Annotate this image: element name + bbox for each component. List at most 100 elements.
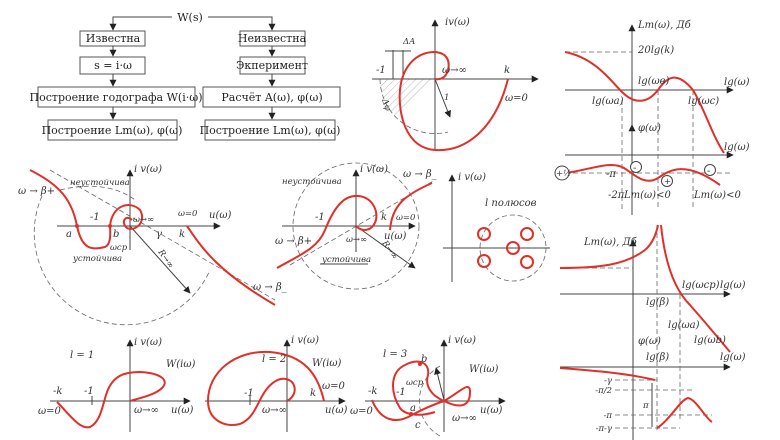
label-lg-wa: lg(ωа): [592, 96, 624, 107]
flow-box-bode-right: [204, 119, 336, 141]
label-minus-one: -1: [315, 212, 325, 223]
label-a: a: [66, 229, 72, 240]
label-k: k: [179, 229, 185, 240]
curve-label: W(iω): [166, 359, 196, 370]
flow-text: s = i·ω: [94, 59, 132, 72]
nyquist-curve: [276, 194, 378, 269]
phase-curve: [656, 396, 713, 429]
label-lg-beta: lg(β): [646, 297, 669, 308]
pole: [506, 241, 520, 255]
point-b: [418, 362, 422, 366]
y-axis-label: iv(ω): [445, 17, 470, 28]
y-axis-label: i v(ω): [134, 164, 162, 175]
label-lg-wb: lg(ωв): [638, 76, 669, 87]
label-minus-k: -k: [368, 386, 377, 397]
label-minus-one: -1: [376, 65, 386, 76]
flow-text: Известна: [86, 32, 141, 45]
label-w-inf: ω→∞: [133, 215, 154, 225]
y-axis-label: i v(ω): [458, 172, 486, 183]
nyquist-plot-b: i v(ω) u(ω) неустойчива устойчива ω → β+…: [275, 162, 437, 290]
negative-crossing-marker: [704, 164, 716, 176]
half-crossing-marker: [554, 165, 570, 181]
infinite-circle: [292, 162, 420, 290]
label-r-inf: R→∞: [155, 247, 176, 270]
negative-crossing-marker: [630, 161, 642, 173]
flow-arrow: [208, 16, 276, 31]
label-minus: -: [707, 166, 711, 177]
flow-box-bode-left: [47, 119, 178, 141]
label-minus-k: -k: [53, 386, 62, 397]
pole-region: [479, 214, 547, 282]
label-w-beta-plus: ω → β+: [18, 186, 55, 197]
phi-axis-label: φ(ω): [638, 336, 661, 347]
flow-text: Неизвестна: [238, 32, 307, 45]
label-lg-wc: lg(ωс): [688, 96, 719, 107]
label-minus-pi: -π: [606, 169, 616, 180]
arc: [59, 185, 136, 201]
label-plus: +: [664, 177, 671, 187]
asymptote: [49, 169, 276, 301]
label-w-zero: ω=0: [178, 209, 198, 219]
pole: [520, 227, 534, 241]
label-delta-a: ΔA: [402, 37, 415, 47]
nyquist-branch: [389, 182, 433, 231]
lm-curve: [660, 224, 731, 353]
hodograph-l1: l = 1 i v(ω) u(ω) W(iω) -k -1 ω=0 ω→∞: [38, 337, 196, 432]
label-w-inf: ω→∞: [262, 405, 287, 416]
hodograph-curve: [56, 370, 166, 429]
label-w-inf: ω→∞: [442, 65, 467, 76]
title: l = 3: [383, 349, 407, 360]
label-w-zero: ω=0: [396, 213, 416, 223]
label-lm-negative: Lm(ω)<0: [623, 190, 671, 201]
y-axis-label: i v(ω): [448, 335, 476, 346]
positive-crossing-marker: [661, 175, 673, 187]
bode-top-plot: +½ - + - Lm(ω), Дб 20lg(k) lg(ω) lg(ω) φ…: [554, 20, 750, 215]
label-minus-2pi: -2π: [608, 190, 625, 201]
flow-text: Построение Lm(ω), φ(ω): [200, 124, 341, 137]
y-axis-label: i v(ω): [360, 164, 388, 175]
label-b: b: [421, 354, 427, 365]
label-minus-pi-half: -π/2: [595, 386, 612, 396]
x-axis-label: u(ω): [171, 405, 193, 416]
label-k: k: [310, 388, 316, 399]
bode-bottom-plot: Lm(ω), Дб lg(ω) lg(ω) φ(ω) lg(β) lg(β) l…: [559, 224, 746, 440]
label-c: c: [415, 420, 421, 431]
label-w-beta-plus: ω → β+: [275, 236, 312, 247]
y-axis-label: i v(ω): [291, 335, 319, 346]
flowchart: W(s) Известна s = i·ω Построение годогра…: [30, 11, 341, 141]
phi-axis-label: φ(ω): [638, 123, 661, 134]
label-unstable: неустойчива: [282, 177, 342, 187]
label-minus-one: -1: [90, 212, 100, 223]
flow-text: Экперимент: [236, 59, 308, 72]
x-axis-label: lg(ω): [720, 352, 746, 363]
pole: [477, 254, 491, 268]
pole: [477, 227, 491, 241]
flow-arrow: [109, 16, 172, 31]
x-axis-label: u(ω): [480, 405, 502, 416]
radius-arrow: [129, 225, 191, 294]
flow-box-hodograph: [37, 86, 196, 108]
label-w-inf: ω→∞: [346, 235, 367, 245]
x-axis-label: u(ω): [384, 231, 406, 242]
label-b: b: [113, 229, 119, 240]
title: l = 2: [262, 354, 286, 365]
poles-plot: i v(ω) l полюсов: [443, 172, 550, 282]
unit-circle: [379, 78, 449, 134]
label-w-zero: ω=0: [350, 406, 374, 417]
hodograph-l2: l = 2 i v(ω) u(ω) W(iω) k -1 ω=0 ω→∞: [205, 335, 347, 432]
label-w-cp: ωср: [110, 243, 128, 253]
x-axis-label: lg(ω): [724, 77, 750, 88]
unit-radius: [434, 78, 451, 118]
x-axis-label: u(ω): [209, 210, 231, 221]
radius-arrow: [355, 225, 416, 269]
point-c: [409, 412, 413, 416]
phase-curve: [559, 367, 656, 381]
label-lg-beta: lg(β): [646, 352, 669, 363]
nyquist-curve: [398, 50, 509, 152]
label-minus: -: [633, 163, 637, 174]
infinite-arc: [33, 195, 211, 326]
label-lg-wcp: lg(ωср): [682, 280, 720, 291]
label-lm-negative: Lm(ω)<0: [693, 190, 741, 201]
label-delta-phi: Δφ: [379, 97, 393, 113]
flow-text: Построение годографа W(i·ω): [30, 91, 203, 104]
